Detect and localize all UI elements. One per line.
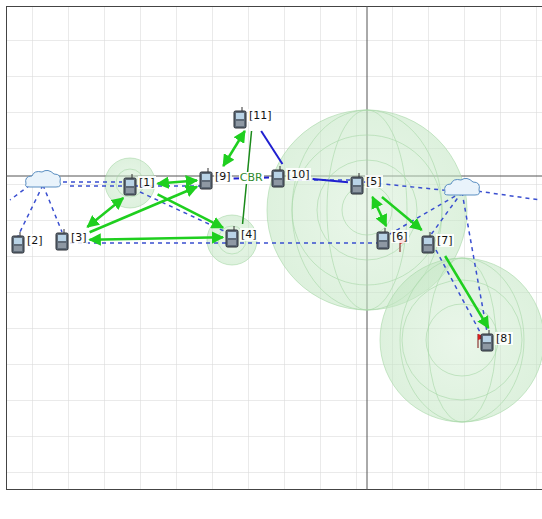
link-line (90, 237, 223, 239)
node-label: [4] (240, 228, 258, 241)
mobile-node: [6] (376, 228, 409, 250)
mobile-node: [11] (233, 107, 273, 129)
node-label: [8] (495, 332, 513, 345)
link-line (223, 131, 245, 166)
wireless-links (10, 180, 540, 332)
link-line (90, 187, 197, 232)
device-icon (225, 226, 239, 248)
device-icon (233, 107, 247, 129)
link-line (382, 197, 422, 230)
device-icon (199, 168, 213, 190)
cloud-icon (26, 170, 480, 195)
node-label: [9] (214, 170, 232, 183)
device-icon (376, 228, 390, 250)
node-label: [2] (26, 234, 44, 247)
mobile-node: [7] (421, 232, 454, 254)
traffic-label: CBR (239, 172, 264, 184)
mobile-node: [1] (123, 174, 156, 196)
mobile-node: [10] (271, 166, 311, 188)
node-label: [3] (70, 231, 88, 244)
node-label: [11] (248, 109, 273, 122)
device-icon (55, 229, 69, 251)
device-icon (480, 330, 494, 352)
link-line (372, 197, 386, 226)
mobile-node: [3] (55, 229, 88, 251)
mobile-node: [2] (11, 232, 44, 254)
link-line (261, 131, 282, 164)
node-label: [6] (391, 230, 409, 243)
link-line (87, 198, 123, 227)
flag-marker (400, 238, 487, 348)
node-label: [5] (365, 175, 383, 188)
node-label: [1] (138, 176, 156, 189)
device-icon (11, 232, 25, 254)
device-icon (271, 166, 285, 188)
mobile-node: [9] (199, 168, 232, 190)
mobile-node: [8] (480, 330, 513, 352)
node-label: [7] (436, 234, 454, 247)
mobile-node: [4] (225, 226, 258, 248)
link-line (313, 179, 348, 182)
link-line (158, 180, 197, 183)
link-line (445, 256, 488, 328)
device-icon (350, 173, 364, 195)
node-label: [10] (286, 168, 311, 181)
range-circles (105, 110, 542, 422)
frame (7, 7, 542, 490)
device-icon (421, 232, 435, 254)
device-icon (123, 174, 137, 196)
mobile-node: [5] (350, 173, 383, 195)
